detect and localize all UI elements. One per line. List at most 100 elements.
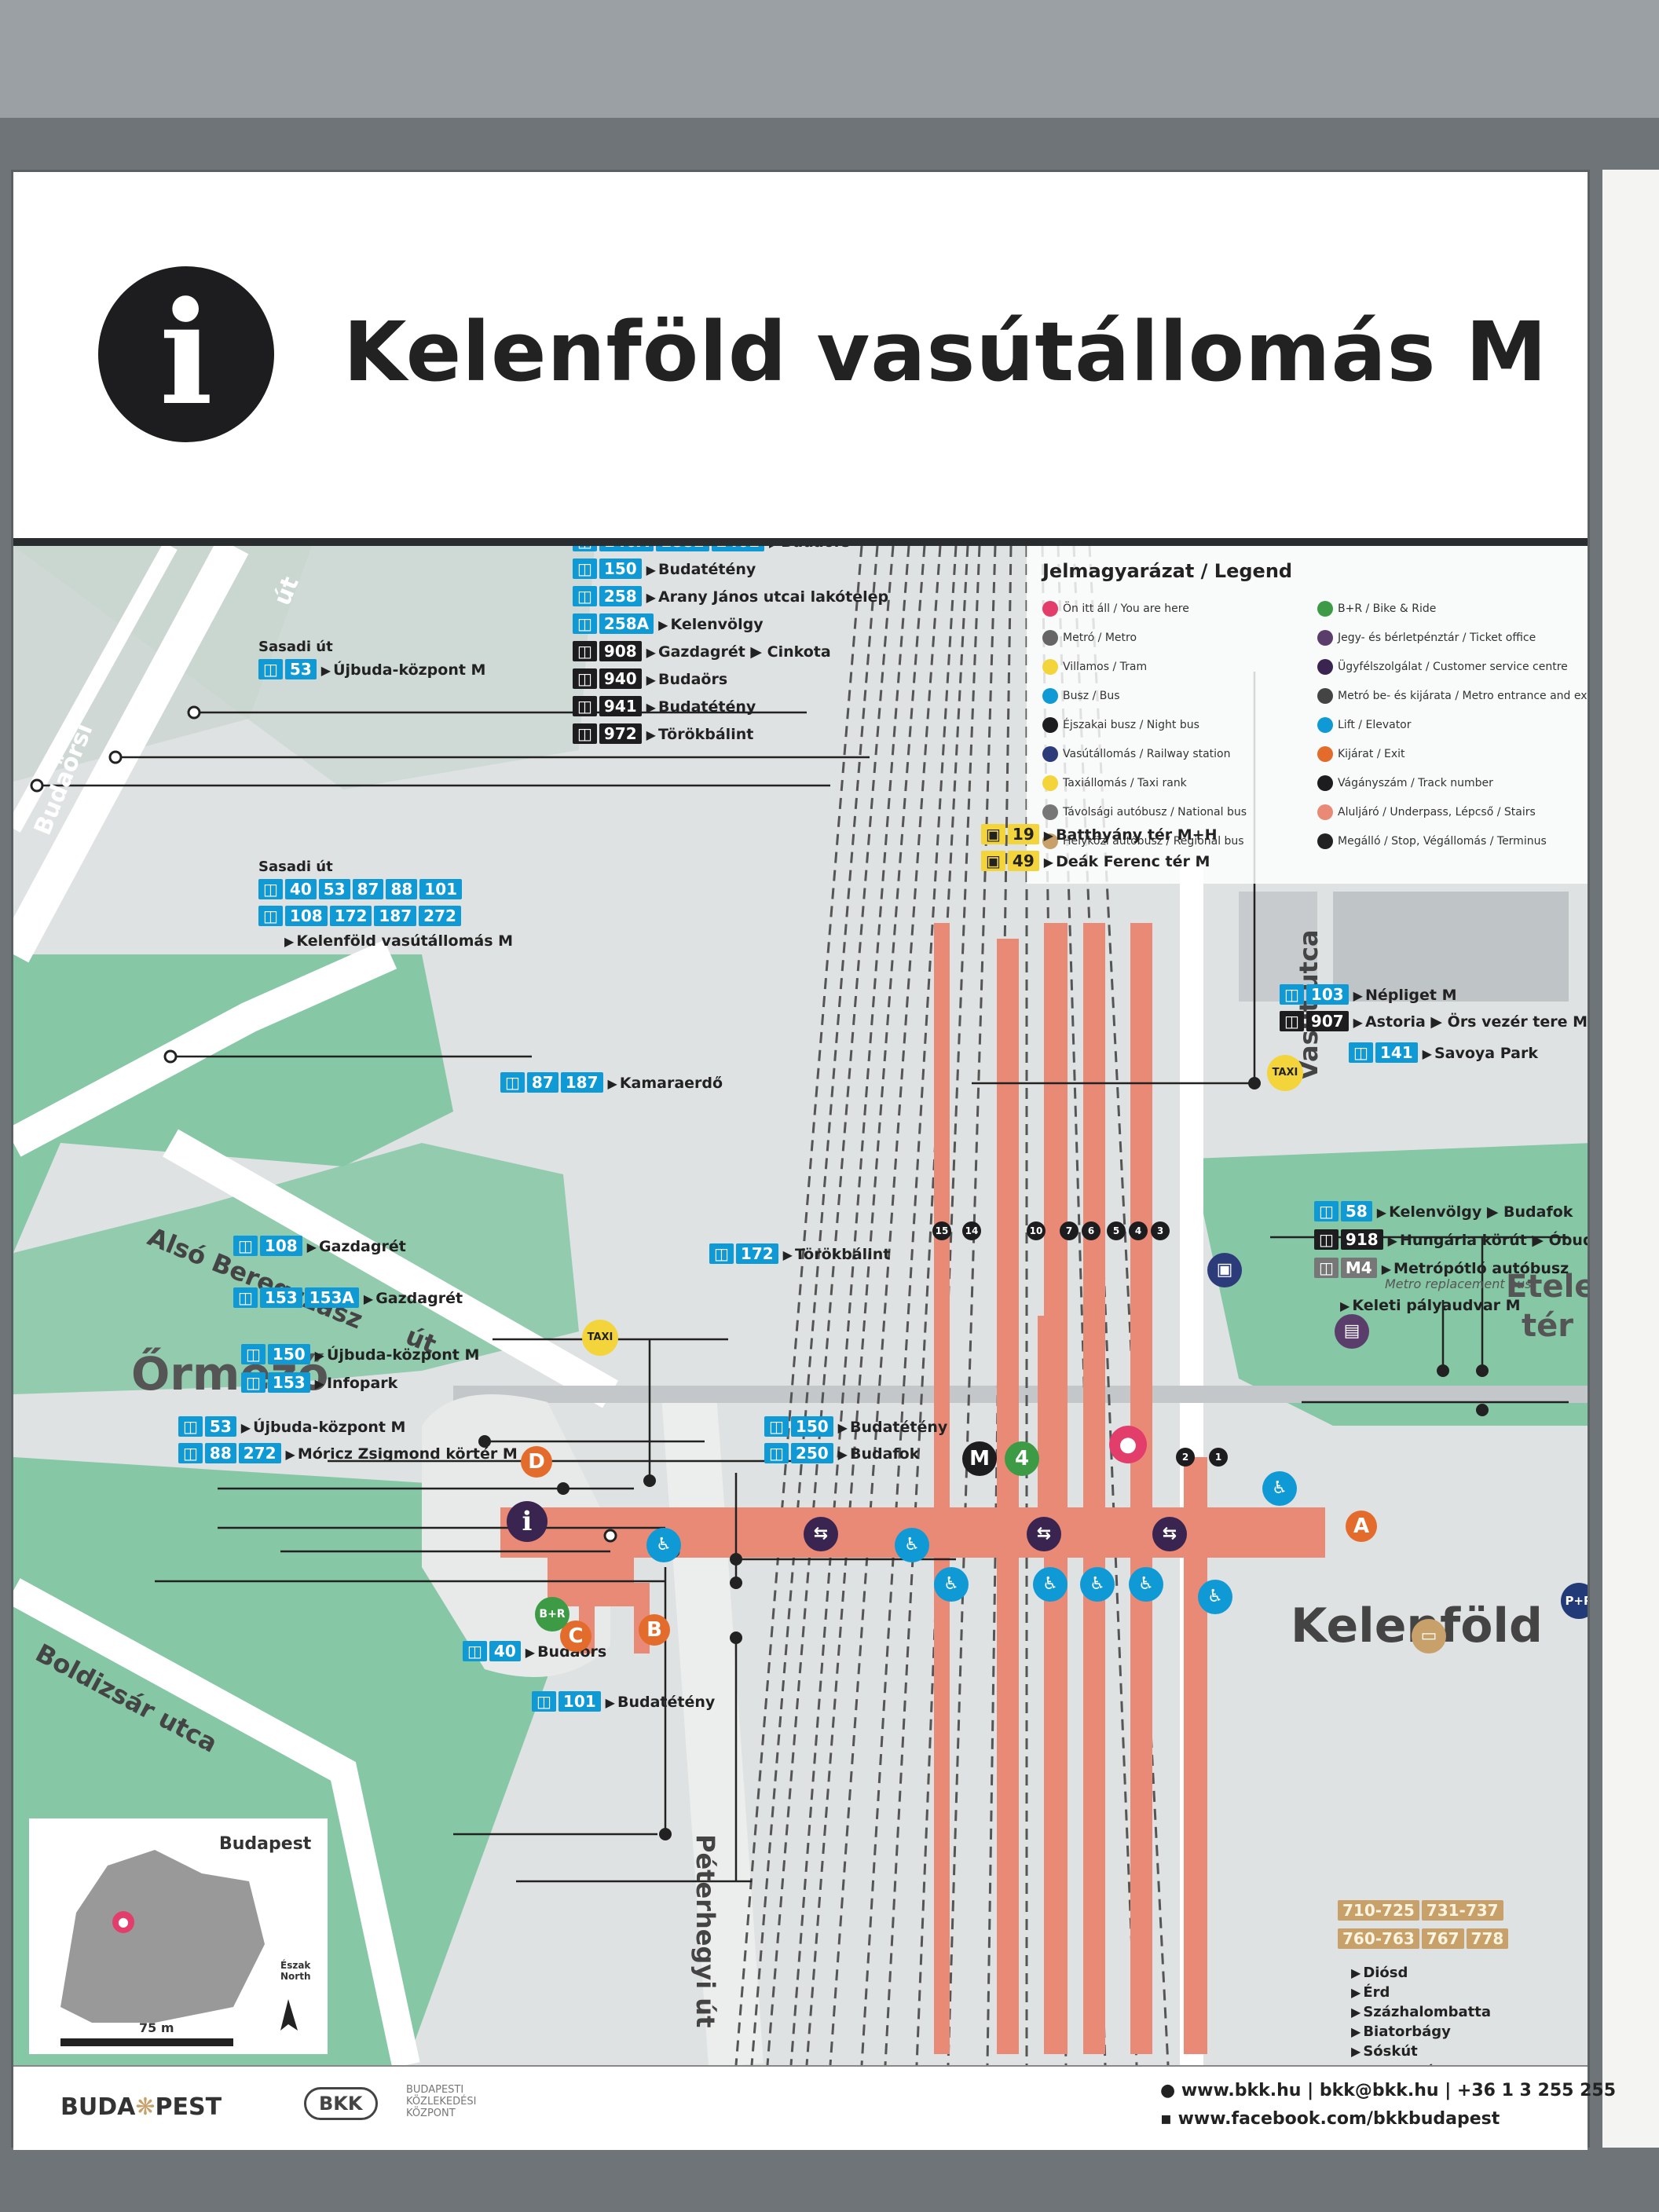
north-label: Észak bbox=[280, 1960, 311, 1971]
arrow-right-icon: ▶ bbox=[658, 617, 668, 632]
arrow-right-icon: ▶ bbox=[525, 1645, 536, 1660]
route-number-badge: 58 bbox=[1340, 1201, 1372, 1221]
railway-station-icon bbox=[1042, 746, 1058, 762]
route-destination: Gazdagrét bbox=[318, 1238, 406, 1255]
sasadi2-route-row: ◫940▶Budaörs bbox=[573, 668, 727, 689]
route-number-badge: 250 bbox=[790, 1443, 833, 1463]
inset-budapest: Budapest bbox=[219, 1834, 312, 1854]
route-number-badge: 240E bbox=[711, 546, 764, 551]
customer-service-icon: i bbox=[507, 1501, 548, 1542]
s150-route-row: ◫150▶Budatétény bbox=[764, 1416, 947, 1437]
route-number-badge: 49 bbox=[1007, 851, 1039, 871]
customer-service-icon bbox=[1317, 659, 1333, 675]
route-destination: Népliget M bbox=[1364, 987, 1457, 1004]
regional-destination: ▶Érd bbox=[1349, 1984, 1390, 2001]
bus-legend-item: Busz / Bus bbox=[1042, 688, 1120, 704]
scale-label: 75 m bbox=[139, 2020, 174, 2035]
bus-icon: ◫ bbox=[573, 668, 597, 689]
arrow-right-icon: ▶ bbox=[1351, 2064, 1361, 2065]
arrow-right-icon: ▶ bbox=[240, 1420, 251, 1435]
bike-ride-legend-item: B+R / Bike & Ride bbox=[1317, 601, 1436, 617]
bus-icon: ◫ bbox=[233, 1236, 258, 1256]
budapest-logo: BUDA❋PEST bbox=[60, 2093, 222, 2121]
lift-icon: ♿ bbox=[646, 1528, 681, 1562]
contact-facebook[interactable]: ▪ www.facebook.com/bkkbudapest bbox=[1160, 2109, 1500, 2129]
route-number-badge: 150 bbox=[599, 558, 642, 579]
route-destination: Astoria ▶ Örs vezér tere M+H bbox=[1364, 1013, 1588, 1031]
route-number-badge: 101 bbox=[558, 1691, 601, 1712]
route-number-badge: 150 bbox=[790, 1416, 833, 1437]
route-number-badge: 153 bbox=[267, 1372, 310, 1393]
street-peterhegyi: Péterhegyi út bbox=[690, 1834, 720, 2028]
arrow-right-icon: ▶ bbox=[837, 1447, 848, 1462]
contact-web[interactable]: ● www.bkk.hu | bkk@bkk.hu | +36 1 3 255 … bbox=[1160, 2081, 1617, 2100]
lift-icon: ♿ bbox=[1080, 1567, 1115, 1602]
park-ride-icon: P+R bbox=[1561, 1583, 1588, 1619]
sasadi2-route-row: ◫258A▶Kelenvölgy bbox=[573, 613, 764, 634]
bus-icon: ◫ bbox=[573, 641, 597, 661]
route-number-badge: 53 bbox=[318, 879, 350, 899]
route-destination: Móricz Zsigmond körtér M bbox=[297, 1445, 518, 1463]
s150-route-row: ◫250▶Budafok bbox=[764, 1443, 919, 1463]
route-number-badge: 140A bbox=[599, 546, 654, 551]
adjacent-poster bbox=[1602, 170, 1659, 2148]
night-bus-legend-item: Éjszakai busz / Night bus bbox=[1042, 717, 1199, 733]
route-destination: Budatétény bbox=[849, 1419, 948, 1436]
arrow-right-icon: ▶ bbox=[284, 934, 295, 949]
arrow-right-icon: ▶ bbox=[646, 672, 656, 687]
route-destination: Keleti pályaudvar M bbox=[1352, 1297, 1521, 1314]
regional-destination: ▶Diósd bbox=[1349, 1965, 1408, 1981]
taxi-icon bbox=[1042, 775, 1058, 791]
poster-footer: BUDA❋PEST BKK BUDAPESTI KÖZLEKEDÉSI KÖZP… bbox=[13, 2065, 1616, 2150]
arrow-right-icon: ▶ bbox=[1043, 828, 1054, 843]
stop-terminus-icon bbox=[1317, 833, 1333, 849]
route-destination: Törökbálint bbox=[657, 726, 754, 743]
railway-station-legend-item: Vasútállomás / Railway station bbox=[1042, 746, 1231, 762]
destination-name: Százhalombatta bbox=[1363, 2004, 1492, 2020]
arrow-right-icon: ▶ bbox=[782, 1247, 793, 1262]
map-legend: Jelmagyarázat / Legend Ön itt áll / You … bbox=[1027, 546, 1588, 884]
route-number-badge: 172 bbox=[329, 906, 372, 926]
contact-web-text: www.bkk.hu | bkk@bkk.hu | +36 1 3 255 25… bbox=[1181, 2081, 1617, 2100]
sasadi3-route-row: ◫53▶Újbuda-központ M bbox=[258, 659, 485, 679]
legend-item-label: Ügyfélszolgálat / Customer service centr… bbox=[1338, 661, 1568, 673]
lift-icon: ♿ bbox=[934, 1567, 969, 1602]
legend-item-label: Éjszakai busz / Night bus bbox=[1063, 719, 1199, 731]
track-number-icon: 5 bbox=[1107, 1221, 1126, 1240]
legend-title: Jelmagyarázat / Legend bbox=[1042, 560, 1293, 582]
west3-route-row: ◫150▶Újbuda-központ M bbox=[241, 1344, 479, 1364]
legend-item-label: Metró / Metro bbox=[1063, 632, 1137, 644]
bus-icon: ◫ bbox=[233, 1287, 258, 1308]
route-destination: Gazdagrét bbox=[375, 1290, 463, 1307]
route-destination: Hungária körút ▶ Óbuda bbox=[1399, 1232, 1588, 1249]
inset-you-are-here-icon: ● bbox=[112, 1911, 134, 1933]
destination-name: Sóskút bbox=[1363, 2043, 1418, 2060]
arrow-right-icon: ▶ bbox=[646, 727, 656, 742]
arrow-right-icon: ▶ bbox=[646, 700, 656, 715]
route-number-badge: 153A bbox=[304, 1287, 359, 1308]
map-drawing bbox=[13, 546, 1588, 2065]
bus-icon: ◫ bbox=[573, 613, 597, 634]
sasadi2-route-row: ◫972▶Törökbálint bbox=[573, 723, 753, 744]
route-number-badge: 187 bbox=[560, 1072, 603, 1093]
sasadi2-route-row: ◫258▶Arany János utcai lakótelep bbox=[573, 586, 888, 606]
track-number-icon: 3 bbox=[1151, 1221, 1170, 1240]
east1-route-row: ◫907▶Astoria ▶ Örs vezér tere M+H bbox=[1280, 1011, 1588, 1031]
underpass-stairs-legend-item: Aluljáró / Underpass, Lépcső / Stairs bbox=[1317, 804, 1536, 820]
metro-line-4-icon: 4 bbox=[1005, 1441, 1039, 1476]
route-number-badge: 88 bbox=[204, 1443, 236, 1463]
you-are-here-icon bbox=[1042, 601, 1058, 617]
route-number-badge: 258 bbox=[599, 586, 642, 606]
lift-icon: ♿ bbox=[1129, 1567, 1163, 1602]
arrow-right-icon: ▶ bbox=[1340, 1298, 1350, 1313]
bus-icon: ◫ bbox=[532, 1691, 556, 1712]
logo-pest: PEST bbox=[155, 2093, 222, 2121]
route-number-badge: 731-737 bbox=[1421, 1900, 1503, 1921]
track-number-icon: 6 bbox=[1082, 1221, 1101, 1240]
street-vasut: Vasút utca bbox=[1294, 929, 1324, 1080]
route-destination: Budaörs bbox=[537, 1643, 607, 1661]
route-destination: Kelenföld vasútállomás M bbox=[296, 932, 514, 950]
east3-route-row: ◫M4▶Metrópótló autóbusz bbox=[1314, 1258, 1569, 1278]
bus-icon: ◫ bbox=[463, 1641, 487, 1661]
arrow-right-icon: ▶ bbox=[646, 562, 656, 577]
